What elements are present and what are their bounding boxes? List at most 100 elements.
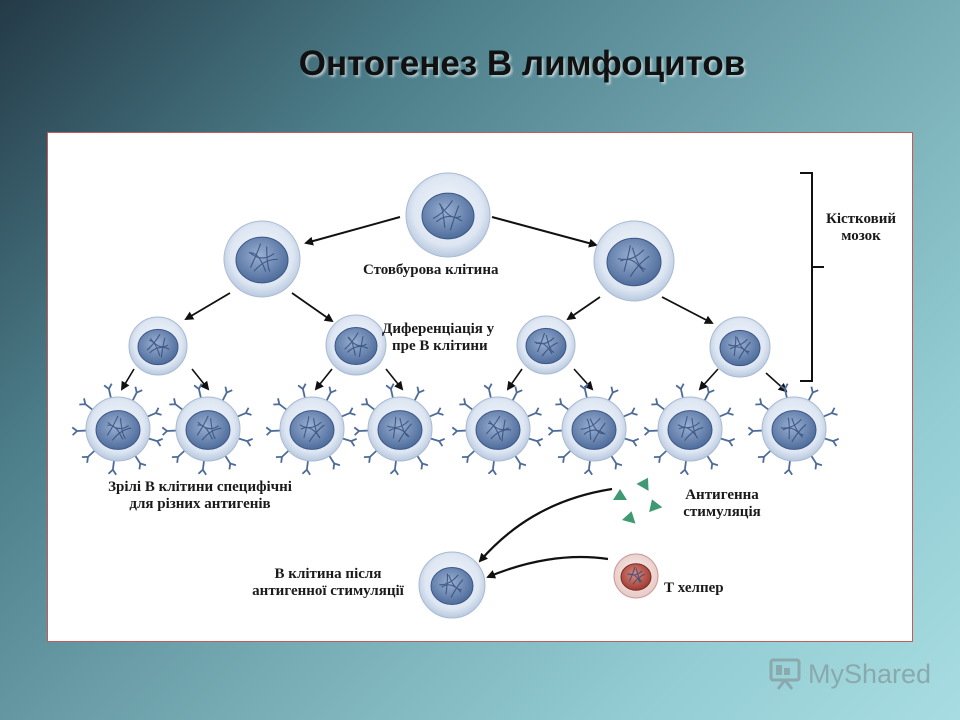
progenitor-cell-left xyxy=(223,220,301,298)
mature-b-cell-8 xyxy=(747,383,840,476)
arrow-stimulation-to-b-cell xyxy=(478,487,613,563)
antibody-receptor xyxy=(273,398,288,411)
arrow-stem-to-right-progenitor xyxy=(491,216,598,248)
antibody-receptor xyxy=(413,386,425,401)
label-differentiation-line1: Диференціація у xyxy=(382,321,495,337)
antibody-receptor xyxy=(528,437,544,447)
t-helper-cell xyxy=(613,553,659,599)
antibody-receptor xyxy=(823,407,838,418)
antibody-receptor xyxy=(169,398,184,411)
antibody-receptor xyxy=(757,450,772,463)
antibody-receptor xyxy=(134,455,147,470)
antibody-receptor xyxy=(755,398,770,411)
arrow-left-progenitor-to-pre-b-2 xyxy=(291,292,334,323)
antigen-triangle xyxy=(621,511,636,524)
pre-b-cell-2 xyxy=(325,314,387,376)
antibody-receptor xyxy=(171,450,186,463)
antibody-receptor xyxy=(747,426,763,436)
mature-b-cell-1 xyxy=(71,383,164,476)
antibody-receptor xyxy=(583,460,593,476)
antibody-receptor xyxy=(131,386,143,401)
antibody-receptor xyxy=(653,450,668,463)
antibody-receptor xyxy=(328,455,341,470)
antibody-receptor xyxy=(623,407,638,418)
antibody-receptor xyxy=(624,437,640,447)
antibody-receptor xyxy=(527,407,542,418)
antigen-triangle xyxy=(613,489,627,500)
arrow-pre-b-3-to-mature-5 xyxy=(506,368,523,391)
antibody-receptor xyxy=(221,386,233,401)
pre-b-cell-1 xyxy=(128,316,188,376)
arrow-pre-b-3-to-mature-6 xyxy=(573,368,594,391)
antibody-receptor xyxy=(651,398,666,411)
antibody-receptor xyxy=(679,460,689,476)
antibody-receptor xyxy=(451,426,467,436)
antibody-receptor xyxy=(325,386,337,401)
arrow-pre-b-1-to-mature-2 xyxy=(191,368,210,391)
antibody-receptor xyxy=(483,383,493,398)
antibody-receptor xyxy=(147,407,162,418)
antibody-receptor xyxy=(720,437,736,447)
antibody-receptor xyxy=(607,386,619,401)
antibody-receptor xyxy=(459,398,474,411)
pre-b-cell-4 xyxy=(709,316,771,378)
antibody-receptor xyxy=(511,386,523,401)
mature-b-cell-2 xyxy=(161,383,254,476)
antigen-particles xyxy=(613,477,663,524)
progenitor-cell-right xyxy=(593,220,675,302)
label-bone-marrow-line1: Кістковий xyxy=(825,211,897,227)
antibody-receptor xyxy=(579,383,589,398)
antibody-receptor xyxy=(557,450,572,463)
antibody-receptor xyxy=(193,383,203,398)
bone-marrow-bracket xyxy=(800,172,824,382)
arrow-left-progenitor-to-pre-b-1 xyxy=(184,292,231,321)
antibody-receptor xyxy=(719,407,734,418)
antibody-receptor xyxy=(148,437,164,447)
antibody-receptor xyxy=(706,455,719,470)
antibody-receptor xyxy=(643,426,659,436)
antibody-receptor xyxy=(341,407,356,418)
antibody-receptor xyxy=(81,450,96,463)
antibody-receptor xyxy=(71,426,87,436)
label-antigen-stimulation: Антигенна стимуляція xyxy=(674,487,770,521)
antigen-triangle xyxy=(649,499,663,513)
label-mature-b-cells: Зрілі В клітини специфічні для різних ан… xyxy=(70,479,330,513)
slide-title: Онтогенез В лимфоцитов xyxy=(298,44,746,83)
label-differentiation: Диференціація у пре В клітини xyxy=(382,321,494,355)
antibody-receptor xyxy=(824,437,840,447)
watermark: MyShared xyxy=(768,656,931,692)
arrow-right-progenitor-to-pre-b-3 xyxy=(566,296,601,321)
arrow-pre-b-4-to-mature-7 xyxy=(698,368,719,391)
antibody-receptor xyxy=(275,450,290,463)
label-differentiation-line2: пре В клітини xyxy=(392,338,488,354)
antibody-receptor xyxy=(461,450,476,463)
antibody-receptor xyxy=(363,450,378,463)
antibody-receptor xyxy=(361,398,376,411)
antibody-receptor xyxy=(265,426,281,436)
antibody-receptor xyxy=(703,386,715,401)
antibody-receptor xyxy=(353,426,369,436)
antibody-receptor xyxy=(610,455,623,470)
stem-cell xyxy=(405,172,491,258)
antibody-receptor xyxy=(555,398,570,411)
antibody-receptor xyxy=(389,460,399,476)
mature-b-cell-5 xyxy=(451,383,544,476)
arrow-pre-b-2-to-mature-3 xyxy=(314,368,333,391)
label-t-helper: Т хелпер xyxy=(664,580,724,596)
arrow-stem-to-left-progenitor xyxy=(304,216,401,246)
antibody-receptor xyxy=(547,426,563,436)
label-post-stim-line2: антигенної стимуляції xyxy=(252,583,404,599)
label-stem-cell: Стовбурова клітина xyxy=(363,262,499,278)
antibody-receptor xyxy=(514,455,527,470)
antigen-triangle xyxy=(636,477,649,491)
antibody-receptor xyxy=(107,460,117,476)
diagram-panel: Стовбурова клітина Диференціація у пре В… xyxy=(47,132,913,642)
antibody-receptor xyxy=(807,386,819,401)
antibody-receptor xyxy=(810,455,823,470)
antibody-receptor xyxy=(783,460,793,476)
antibody-receptor xyxy=(79,398,94,411)
arrow-right-progenitor-to-pre-b-4 xyxy=(661,296,714,324)
antibody-receptor xyxy=(675,383,685,398)
arrow-pre-b-1-to-mature-1 xyxy=(120,368,135,391)
label-bone-marrow: Кістковий мозок xyxy=(816,211,906,245)
